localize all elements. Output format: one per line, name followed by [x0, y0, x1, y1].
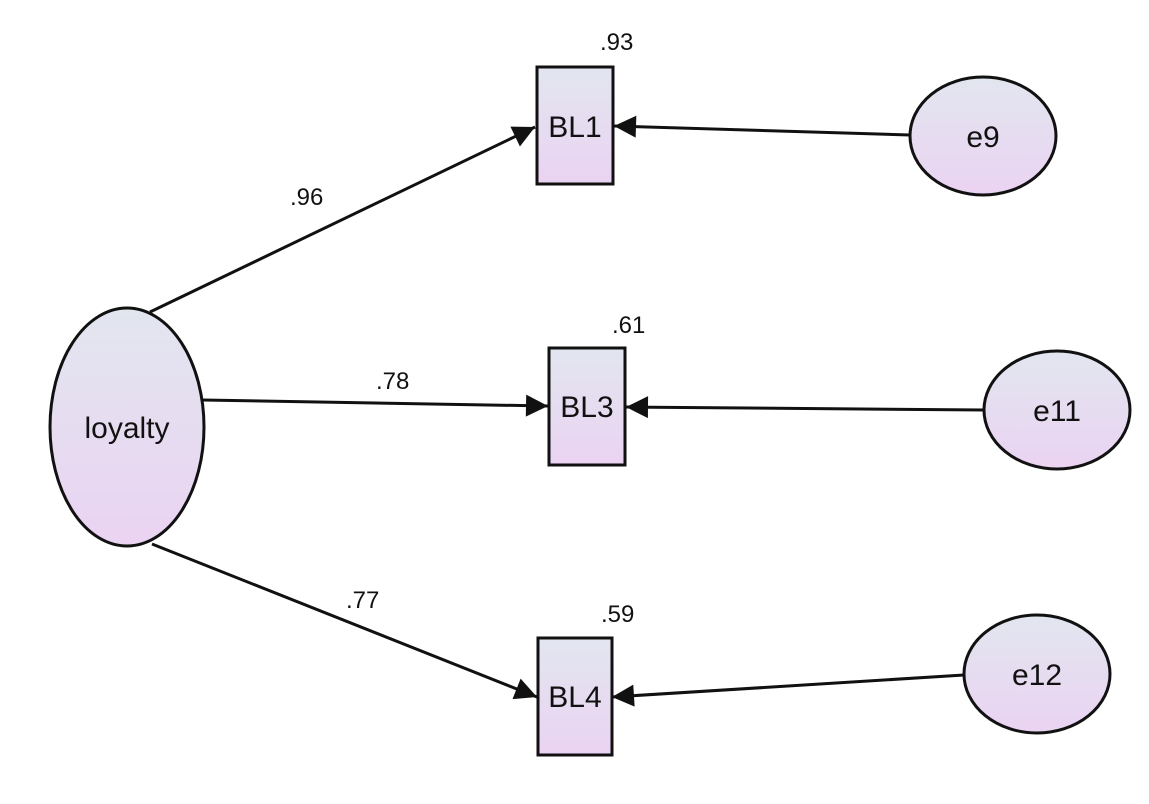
error-node-e9: e9	[908, 75, 1058, 197]
path-loyalty-bl1	[149, 125, 536, 314]
observed-label: BL4	[548, 681, 601, 714]
observed-rect	[535, 65, 615, 186]
latent-label: loyalty	[84, 412, 169, 445]
observed-label: BL1	[548, 111, 601, 144]
error-ellipse	[982, 349, 1132, 471]
observed-node-bl1: BL1 .93	[535, 29, 633, 186]
path-e11-bl3	[625, 396, 985, 419]
path-loyalty-bl4	[151, 542, 538, 700]
error-ellipse	[908, 75, 1058, 197]
observed-label: BL3	[560, 391, 613, 424]
path-e9-bl1	[613, 115, 911, 138]
observed-node-bl3: BL3 .61	[547, 312, 645, 467]
loading-label-bl4: .77	[346, 587, 379, 614]
error-label: e12	[1012, 659, 1062, 692]
observed-node-bl4: BL4 .59	[536, 601, 634, 757]
r2-label: .59	[601, 601, 634, 628]
observed-rect	[547, 346, 627, 467]
error-node-e12: e12	[962, 613, 1112, 735]
r2-label: .61	[612, 312, 645, 339]
latent-node-loyalty: loyalty	[48, 306, 206, 548]
observed-rect	[536, 636, 614, 757]
error-label: e9	[966, 121, 999, 154]
error-label: e11	[1033, 395, 1081, 428]
error-node-e11: e11	[982, 349, 1132, 471]
loading-label-bl1: .96	[290, 184, 323, 211]
latent-ellipse	[48, 306, 206, 548]
error-ellipse	[962, 613, 1112, 735]
loading-label-bl3: .78	[376, 368, 409, 395]
path-loyalty-bl3	[202, 394, 549, 417]
r2-label: .93	[600, 29, 633, 56]
path-e12-bl4	[611, 673, 965, 707]
